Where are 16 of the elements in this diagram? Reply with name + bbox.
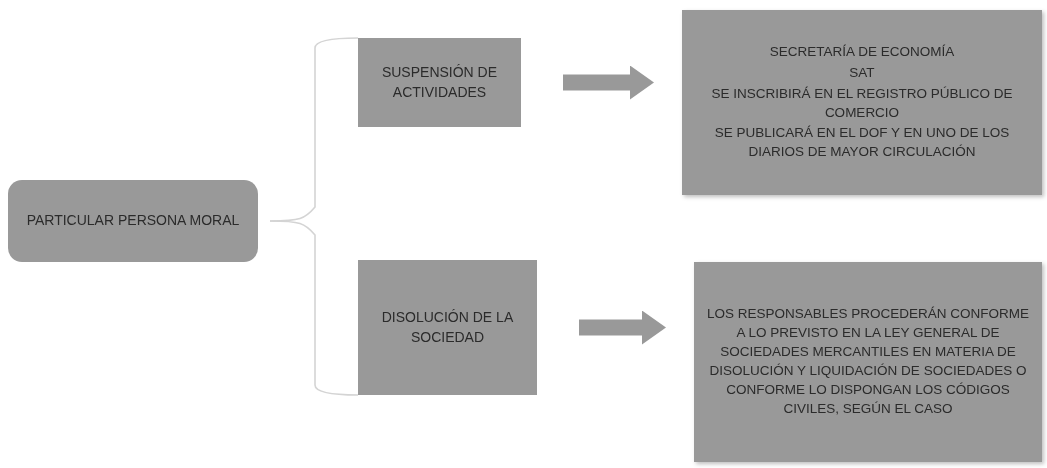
process-box [694, 262, 1042, 462]
rounded-box [8, 180, 258, 262]
node-text: SE INSCRIBIRÁ EN EL REGISTRO PÚBLICO DE COMERCIO [710, 84, 1014, 122]
block-arrow [563, 65, 654, 100]
node-text: LOS RESPONSABLES PROCEDERÁN CONFORME A LO PREVISTO EN LA LEY GENERAL DE SOCIEDADES MERCANTILES EN MATERIA DE DISOLUCIÓN Y LIQUIDACIÓN DE SOCIEDADES O CONFORME LO DISPONGAN LOS CÓDIGOS CIVILES, SEGÚN EL CASO [706, 305, 1030, 418]
node-text: SUSPENSIÓN DE ACTIVIDADES [380, 62, 499, 102]
brace-connector [269, 220, 359, 396]
node-text: PARTICULAR PERSONA MORAL [26, 211, 240, 231]
node-text: DISOLUCIÓN DE LA SOCIEDAD [380, 307, 515, 347]
block-arrow [579, 310, 666, 345]
process-box [358, 38, 521, 127]
node-text: SE PUBLICARÁ EN EL DOF Y EN UNO DE LOS DIARIOS DE MAYOR CIRCULACIÓN [713, 124, 1011, 162]
process-box [682, 10, 1042, 195]
node-text: SAT [849, 63, 875, 82]
process-box [358, 260, 537, 395]
node-text: SECRETARÍA DE ECONOMÍA [769, 42, 955, 61]
